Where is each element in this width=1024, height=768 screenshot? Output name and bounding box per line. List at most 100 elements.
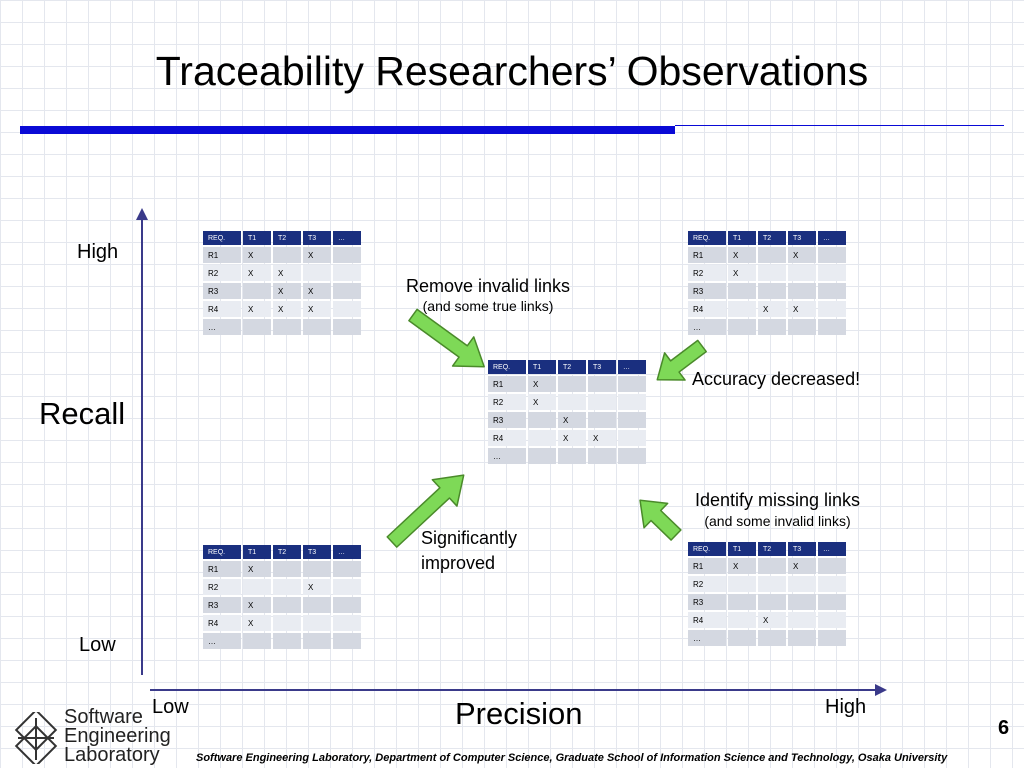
x-axis-title: Precision [455,696,583,731]
matrix-cell: X [273,265,301,281]
matrix-cell [273,615,301,631]
y-axis-arrowhead [136,208,148,220]
matrix-cell [728,283,756,299]
matrix-header-cell: T3 [788,542,816,556]
matrix-cell [818,558,846,574]
matrix-cell: X [528,394,556,410]
matrix-cell: R4 [488,430,526,446]
matrix-cell [333,301,361,317]
matrix-cell [528,448,556,464]
matrix-cell: R3 [488,412,526,428]
page-number: 6 [998,717,1010,739]
matrix-row: R3 X [488,412,646,428]
matrix-header-cell: REQ. [688,231,726,245]
matrix-cell: … [688,319,726,335]
matrix-cell [618,376,646,392]
matrix-cell [558,376,586,392]
matrix-header-cell: REQ. [203,231,241,245]
slide-footer: Software Engineering Laboratory, Departm… [196,752,948,764]
arrow-identify-links [639,499,682,541]
matrix-cell [303,265,331,281]
matrix-cell [818,247,846,263]
matrix-cell [333,633,361,649]
matrix-cell [758,283,786,299]
matrix-cell [818,265,846,281]
matrix-header-cell: REQ. [203,545,241,559]
matrix-cell [758,247,786,263]
matrix-cell [788,630,816,646]
title-rule-thick [20,126,675,134]
matrix-cell [788,594,816,610]
sel-logo-icon [14,712,58,764]
matrix-cell [273,247,301,263]
matrix-cell: X [273,301,301,317]
matrix-cell: X [243,301,271,317]
matrix-cell [303,633,331,649]
y-axis-line [141,218,143,675]
arrow-significantly-improved [386,474,465,548]
matrix-cell [333,247,361,263]
matrix-cell [818,612,846,628]
matrix-header-cell: … [618,360,646,374]
matrix-cell [788,319,816,335]
matrix-cell: X [788,301,816,317]
matrix-cell: R4 [688,612,726,628]
matrix-cell: X [588,430,616,446]
matrix-cell: X [758,612,786,628]
matrix-cell [728,301,756,317]
matrix-cell [273,319,301,335]
matrix-header-cell: T2 [758,542,786,556]
matrix-cell [818,283,846,299]
matrix-cell [303,615,331,631]
matrix-header-cell: T1 [728,231,756,245]
matrix-cell [788,283,816,299]
matrix-cell: X [728,558,756,574]
matrix-cell: X [273,283,301,299]
matrix-header-cell: T2 [273,545,301,559]
matrix-cell: … [688,630,726,646]
matrix-cell [333,561,361,577]
matrix-cell: R4 [203,301,241,317]
matrix-cell [728,319,756,335]
matrix-row: … [688,319,846,335]
matrix-header-cell: REQ. [688,542,726,556]
matrix-header-cell: T3 [303,231,331,245]
matrix-cell [273,561,301,577]
matrix-cell [303,561,331,577]
matrix-cell: X [728,265,756,281]
matrix-cell [588,376,616,392]
matrix-cell [788,265,816,281]
matrix-cell: X [303,247,331,263]
matrix-cell [243,283,271,299]
matrix-cell: R2 [688,265,726,281]
matrix-cell [333,283,361,299]
matrix-cell: … [203,633,241,649]
matrix-cell: X [558,412,586,428]
x-axis-high-label: High [825,696,867,718]
arrow-remove-links [408,308,485,368]
matrix-cell: X [303,579,331,595]
logo-line-3: Laboratory [64,744,160,766]
matrix-header-cell: … [818,542,846,556]
matrix-cell: X [528,376,556,392]
logo-line-2: Engineering [64,725,171,747]
arrow-accuracy-decreased [656,339,707,381]
matrix-cell [618,448,646,464]
matrix-cell [818,301,846,317]
